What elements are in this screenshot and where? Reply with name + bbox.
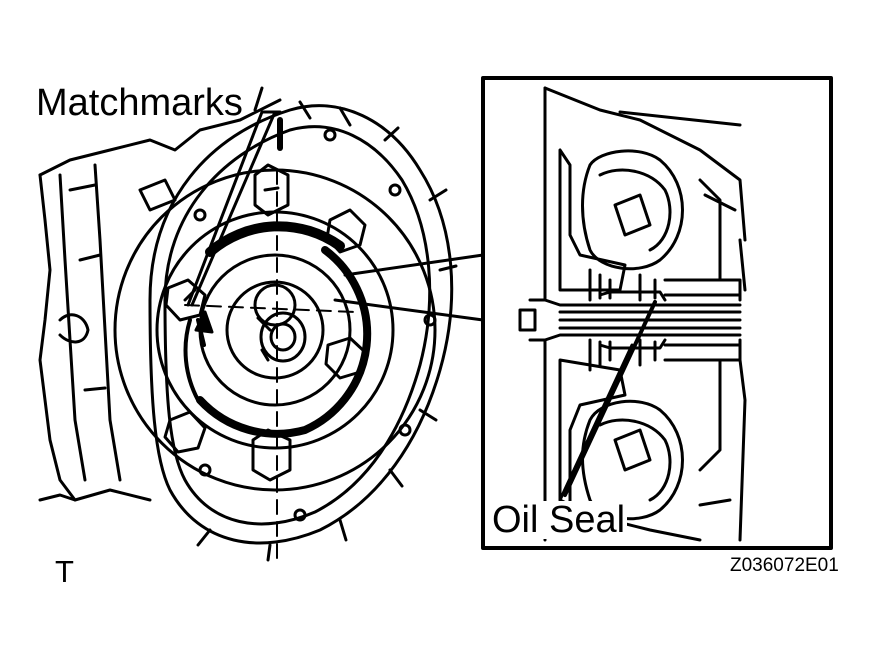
oil-seal-inset	[481, 76, 833, 550]
oil-seal-label: Oil Seal	[490, 499, 628, 541]
view-mark-label: T	[55, 554, 74, 589]
callout-lines	[333, 253, 485, 322]
figure-code-label: Z036072E01	[730, 555, 839, 576]
torque-converter	[113, 163, 437, 561]
rotation-arrow-head	[194, 310, 214, 334]
matchmarks-label: Matchmarks	[36, 82, 243, 124]
transmission-case	[38, 98, 282, 502]
matchmark-arrows	[186, 110, 283, 347]
